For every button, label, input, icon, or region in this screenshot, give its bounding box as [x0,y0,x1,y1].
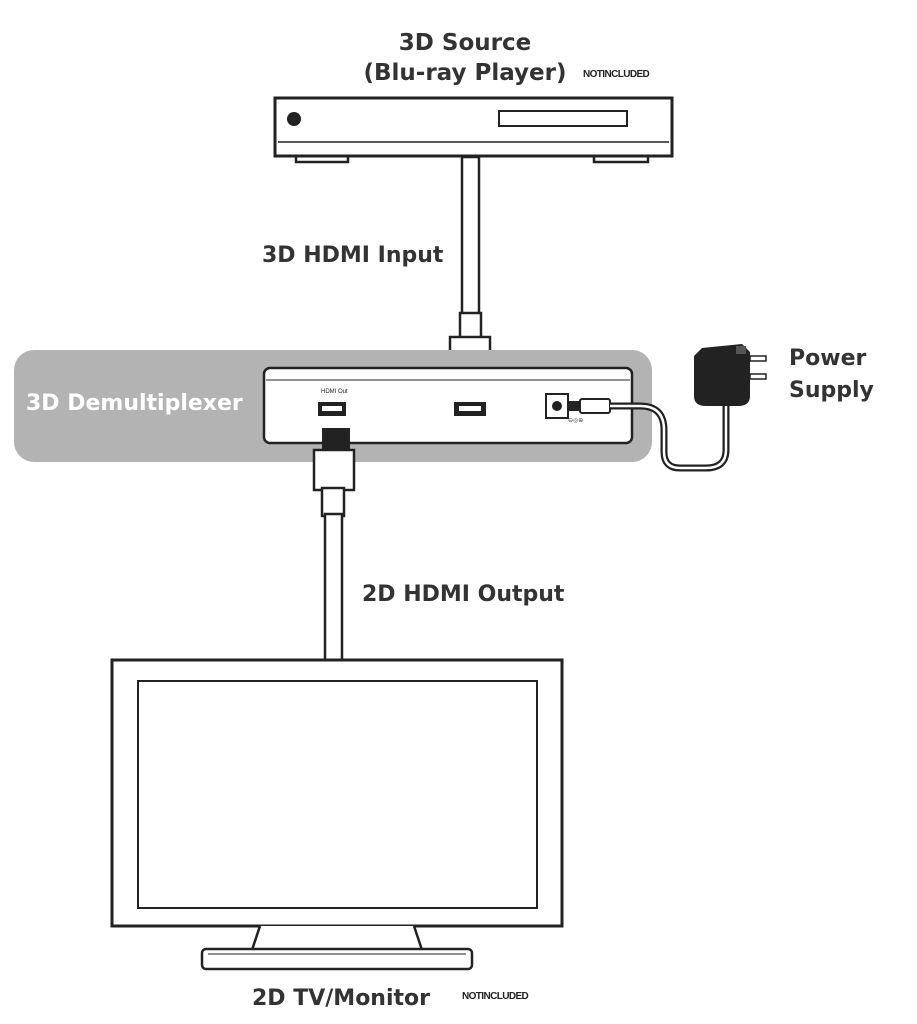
source-title: 3D Source (Blu-ray Player) [320,28,610,88]
tv-screen [137,680,538,909]
power-button-icon [287,112,301,126]
power-adapter-icon [694,344,767,406]
disc-tray [498,110,628,127]
hdmi-output-cable [312,428,356,664]
source-title-line2: (Blu-ray Player) [363,60,567,86]
blu-ray-player [273,96,674,164]
source-not-included-note: NOTINCLUDED [583,69,650,80]
power-cable [568,396,730,472]
source-title-line1: 3D Source [398,30,532,56]
tv-not-included-note: NOTINCLUDED [462,991,529,1002]
hdmi-input-label: 3D HDMI Input [262,243,444,268]
demultiplexer-box: ⊖◎⊕ [262,366,634,445]
power-label-line2: Supply [789,378,874,403]
power-supply-label: Power Supply [789,343,874,407]
svg-text:⊖◎⊕: ⊖◎⊕ [568,417,583,424]
hdmi-out-port-label: HDMI Out [321,389,348,395]
power-label-line1: Power [789,346,867,371]
tv-monitor-label: 2D TV/Monitor [252,986,430,1011]
hdmi-output-label: 2D HDMI Output [362,582,565,607]
tv-monitor [110,658,564,971]
demultiplexer-label: 3D Demultiplexer [26,391,243,416]
